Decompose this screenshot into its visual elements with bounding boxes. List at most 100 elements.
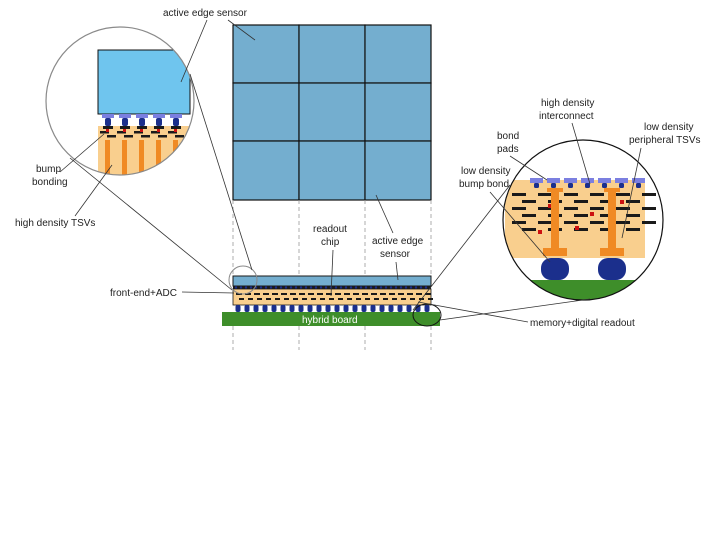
metal-line	[590, 207, 604, 210]
metal-line	[335, 293, 341, 295]
via	[548, 204, 552, 208]
metal-line	[356, 298, 361, 300]
bump-bond	[307, 305, 313, 312]
interconnect-bump	[339, 286, 343, 289]
sensor-tile	[232, 82, 300, 142]
label-low-density-peripheral-tsvs-1: low density	[644, 122, 693, 133]
label-high-density-tsvs: high density TSVs	[15, 218, 95, 229]
bump-bond	[388, 305, 394, 312]
bond-pad	[547, 178, 560, 183]
interconnect-bump	[349, 286, 353, 289]
interconnect-bump	[284, 286, 288, 289]
board-bump-bonds	[235, 305, 430, 312]
tsv	[173, 140, 178, 175]
interconnect-bump	[344, 286, 348, 289]
metal-line	[642, 207, 656, 210]
via	[590, 212, 594, 216]
metal-line	[401, 298, 406, 300]
metal-line	[124, 135, 133, 138]
label-bump-bonding-1: bump	[36, 164, 61, 175]
projection-lines	[232, 200, 432, 350]
interconnect-bump	[319, 286, 323, 289]
label-bond-pads-1: bond	[497, 131, 519, 142]
metal-line	[344, 293, 350, 295]
interconnect-bump	[234, 286, 238, 289]
metal-line	[347, 298, 352, 300]
label-high-density-interconnect-2: interconnect	[539, 111, 594, 122]
tsv-pad	[543, 248, 567, 256]
sensor-tile	[364, 82, 432, 142]
metal-line	[338, 298, 343, 300]
bump	[122, 118, 128, 126]
interconnect-bump	[334, 286, 338, 289]
interconnect-bump	[384, 286, 388, 289]
via	[575, 226, 579, 230]
metal-line	[100, 131, 109, 134]
metal-line	[600, 214, 614, 217]
interconnect-bump	[309, 286, 313, 289]
metal-line	[320, 298, 325, 300]
tsv-cap	[604, 188, 620, 192]
bump-bond	[343, 305, 349, 312]
interconnect-bump	[619, 183, 624, 188]
bond-pad	[581, 178, 594, 183]
bond-pad	[136, 114, 148, 118]
metal-line	[428, 298, 433, 300]
metal-line	[626, 200, 640, 203]
tsv	[139, 140, 144, 175]
metal-line	[392, 298, 397, 300]
label-hybrid-board: hybrid board	[302, 315, 358, 326]
via	[106, 129, 109, 132]
metal-line	[407, 293, 413, 295]
interconnect-bump	[419, 286, 423, 289]
metal-line	[290, 293, 296, 295]
low-density-tsv	[551, 192, 559, 248]
metal-line	[600, 228, 614, 231]
metal-line	[522, 228, 536, 231]
tsv	[156, 140, 161, 175]
metal-line	[398, 293, 404, 295]
metal-line	[616, 193, 630, 196]
metal-line	[626, 228, 640, 231]
interconnect-bump	[279, 286, 283, 289]
sensor-tile	[298, 24, 366, 84]
tsv-pad	[600, 248, 624, 256]
interconnect-bump	[249, 286, 253, 289]
label-readout-chip-1: readout	[313, 224, 347, 235]
tsv	[105, 140, 110, 175]
metal-line	[616, 207, 630, 210]
metal-line	[564, 193, 578, 196]
interconnect-bump	[568, 183, 573, 188]
bump-bond	[334, 305, 340, 312]
metal-line	[353, 293, 359, 295]
interconnect-bump	[389, 286, 393, 289]
bump-bond	[415, 305, 421, 312]
label-active-edge-sensor-top: active edge sensor	[163, 8, 248, 19]
interconnect-bump	[404, 286, 408, 289]
bump-bond	[289, 305, 295, 312]
metal-line	[326, 293, 332, 295]
via	[620, 200, 624, 204]
metal-line	[416, 293, 422, 295]
magnifier-right	[502, 139, 664, 301]
interconnect-bump	[364, 286, 368, 289]
metal-line	[275, 298, 280, 300]
bump-bond	[352, 305, 358, 312]
interconnect-bump	[324, 286, 328, 289]
zoom-marker-left	[228, 265, 258, 295]
interconnect-bump	[409, 286, 413, 289]
metal-line	[308, 293, 314, 295]
bump	[156, 118, 162, 126]
bond-pad	[564, 178, 577, 183]
metal-line	[538, 221, 552, 224]
interconnect-bump	[374, 286, 378, 289]
metal-line	[141, 135, 150, 138]
interconnect-bump	[369, 286, 373, 289]
metal-line	[564, 207, 578, 210]
bump-bond	[325, 305, 331, 312]
bump-bond	[379, 305, 385, 312]
via	[538, 230, 542, 234]
bump-bond	[271, 305, 277, 312]
label-low-density-peripheral-tsvs-2: peripheral TSVs	[629, 135, 701, 146]
metal-line	[626, 214, 640, 217]
